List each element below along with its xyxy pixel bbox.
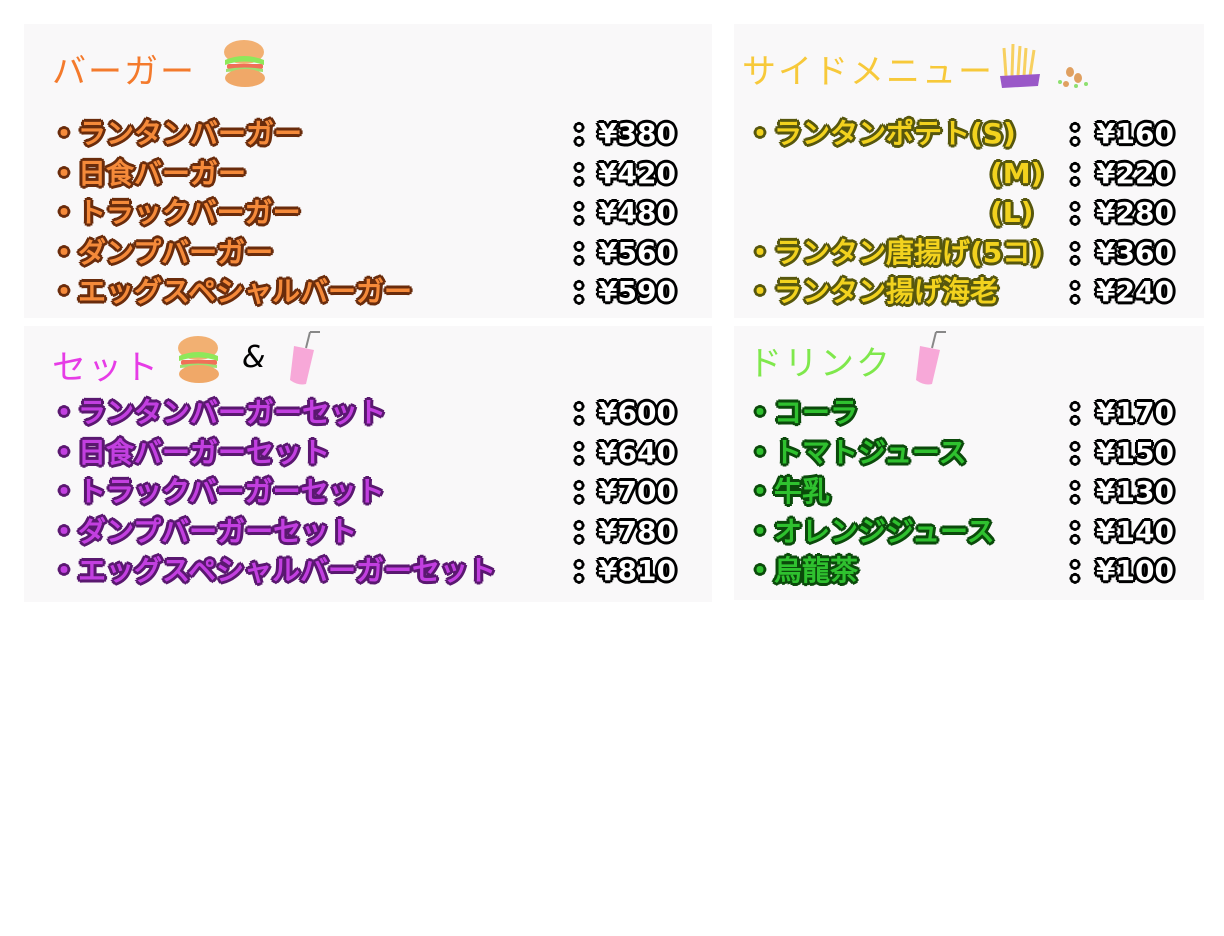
item-name: ・ランタンポテト(S) [746, 117, 1016, 150]
item-name: ・トマトジュース [746, 435, 967, 469]
item-price: ¥380 [598, 117, 676, 150]
item-name: (M) [990, 156, 1044, 190]
item-name: ・エッグスペシャルバーガーセット [50, 554, 497, 588]
section-title: バーガー [52, 52, 196, 92]
drink-cup-icon [915, 331, 947, 386]
item-name: ・トラックバーガーセット [50, 475, 385, 509]
item-name: ・日食バーガーセット [50, 435, 331, 469]
separator: ： [572, 235, 601, 269]
side-menu-section: サイドメニュー ・ランタンポテト(S)：¥160(M)：¥220(L)：¥280… [734, 24, 1204, 318]
set-section: セット & ・ランタンバーガーセット：¥600・日食バーガーセット：¥640・ト… [24, 326, 712, 602]
item-name: ・ランタン唐揚げ(5コ) [746, 235, 1044, 269]
separator: ： [572, 396, 601, 429]
item-name: (L) [990, 196, 1034, 230]
item-name: ・牛乳 [746, 475, 831, 509]
item-price: ¥220 [1096, 156, 1174, 190]
separator: ： [1068, 156, 1097, 190]
separator: ： [1068, 554, 1097, 588]
separator: ： [1068, 396, 1097, 429]
separator: ： [1068, 475, 1097, 509]
item-price: ¥280 [1096, 196, 1174, 230]
section-title: セット [52, 348, 160, 388]
separator: ： [1068, 275, 1097, 309]
item-price: ¥640 [598, 435, 676, 469]
item-price: ¥480 [598, 196, 676, 230]
item-name: ・ランタンバーガーセット [50, 396, 387, 429]
drink-cup-icon [289, 331, 321, 386]
section-title: ドリンク [748, 344, 892, 384]
separator: ： [572, 435, 601, 469]
item-price: ¥240 [1096, 275, 1174, 309]
item-price: ¥600 [598, 396, 676, 429]
item-price: ¥170 [1096, 396, 1174, 429]
item-price: ¥560 [598, 235, 676, 269]
burger-icon [224, 40, 265, 87]
ampersand-text: & [242, 340, 266, 375]
item-name: ・ダンプバーガーセット [50, 514, 358, 548]
item-name: ・日食バーガー [50, 156, 247, 190]
separator: ： [572, 275, 601, 309]
item-price: ¥780 [598, 514, 676, 548]
separator: ： [1068, 514, 1097, 548]
separator: ： [572, 196, 601, 230]
separator: ： [572, 554, 601, 588]
item-name: ・トラックバーガー [50, 196, 301, 230]
item-price: ¥360 [1096, 235, 1174, 269]
item-price: ¥100 [1096, 554, 1174, 588]
separator: ： [572, 117, 601, 150]
fries-icon [1000, 43, 1040, 88]
item-name: ・コーラ [746, 396, 859, 429]
item-price: ¥810 [598, 554, 676, 588]
separator: ： [1068, 235, 1097, 269]
item-name: ・烏龍茶 [746, 554, 859, 588]
item-price: ¥150 [1096, 435, 1174, 469]
item-name: ・ダンプバーガー [50, 235, 274, 269]
item-price: ¥700 [598, 475, 676, 509]
burger-section: バーガー ・ランタンバーガー：¥380・日食バーガー：¥420・トラックバーガー… [24, 24, 712, 318]
drink-section: ドリンク ・コーラ：¥170・トマトジュース：¥150・牛乳：¥130・オレンジ… [734, 326, 1204, 600]
separator: ： [1068, 435, 1097, 469]
nuggets-icon [1058, 67, 1088, 88]
burger-icon [178, 336, 219, 383]
item-name: ・ランタンバーガー [50, 117, 303, 150]
separator: ： [572, 156, 601, 190]
separator: ： [572, 475, 601, 509]
separator: ： [572, 514, 601, 548]
separator: ： [1068, 196, 1097, 230]
item-name: ・エッグスペシャルバーガー [50, 275, 413, 309]
item-price: ¥140 [1096, 514, 1174, 548]
item-price: ¥130 [1096, 475, 1174, 509]
section-title: サイドメニュー [742, 52, 994, 92]
item-price: ¥590 [598, 275, 676, 309]
item-price: ¥160 [1096, 117, 1174, 150]
item-name: ・ランタン揚げ海老 [746, 275, 999, 309]
separator: ： [1068, 117, 1097, 150]
item-price: ¥420 [598, 156, 676, 190]
item-name: ・オレンジジュース [746, 514, 995, 548]
